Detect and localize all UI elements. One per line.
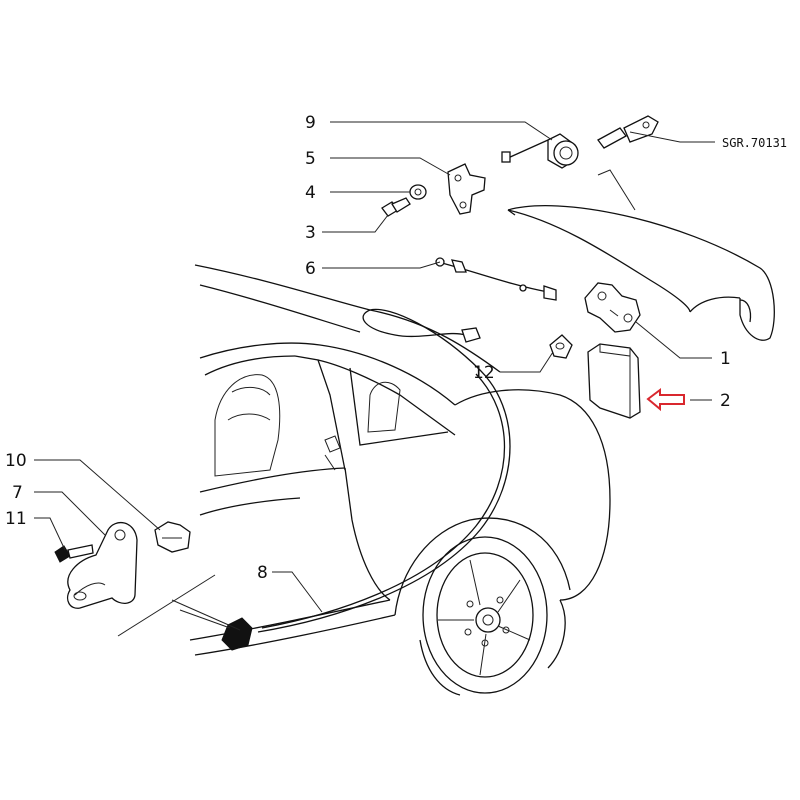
callout-10: 10: [5, 451, 27, 471]
callout-6: 6: [305, 259, 316, 279]
callout-4: 4: [305, 183, 316, 203]
callout-labels: 9 5 4 3 6 1 12 2 10 7 11 8 SGR.70131: [5, 113, 787, 583]
car-body: [189, 264, 611, 696]
part-8-release-cable: [221, 308, 511, 651]
callout-3: 3: [305, 223, 316, 243]
part-key: [597, 115, 659, 149]
callout-8: 8: [257, 563, 268, 583]
leader-lines: [34, 121, 715, 637]
part-1-latch: [584, 282, 641, 333]
callout-1: 1: [720, 349, 731, 369]
callout-2: 2: [720, 391, 731, 411]
callout-5: 5: [305, 149, 316, 169]
callout-12: 12: [473, 363, 495, 383]
part-4-washer: [409, 184, 427, 200]
callout-7: 7: [12, 483, 23, 503]
part-5-bracket: [447, 163, 486, 215]
callout-9: 9: [305, 113, 316, 133]
part-12-grommet: [549, 334, 573, 359]
part-6-cable: [435, 257, 557, 301]
part-9-lock-cylinder: [501, 133, 579, 169]
trunk-lid: [507, 205, 775, 341]
part-10-clip: [154, 521, 191, 553]
reference-code: SGR.70131: [722, 136, 787, 150]
part-7-handle: [66, 521, 138, 609]
part-2-cover: [587, 343, 641, 419]
callout-11: 11: [5, 509, 27, 529]
part-3-bolt: [381, 197, 411, 217]
highlight-arrow-icon: [646, 388, 685, 412]
part-11-screw: [54, 544, 94, 563]
